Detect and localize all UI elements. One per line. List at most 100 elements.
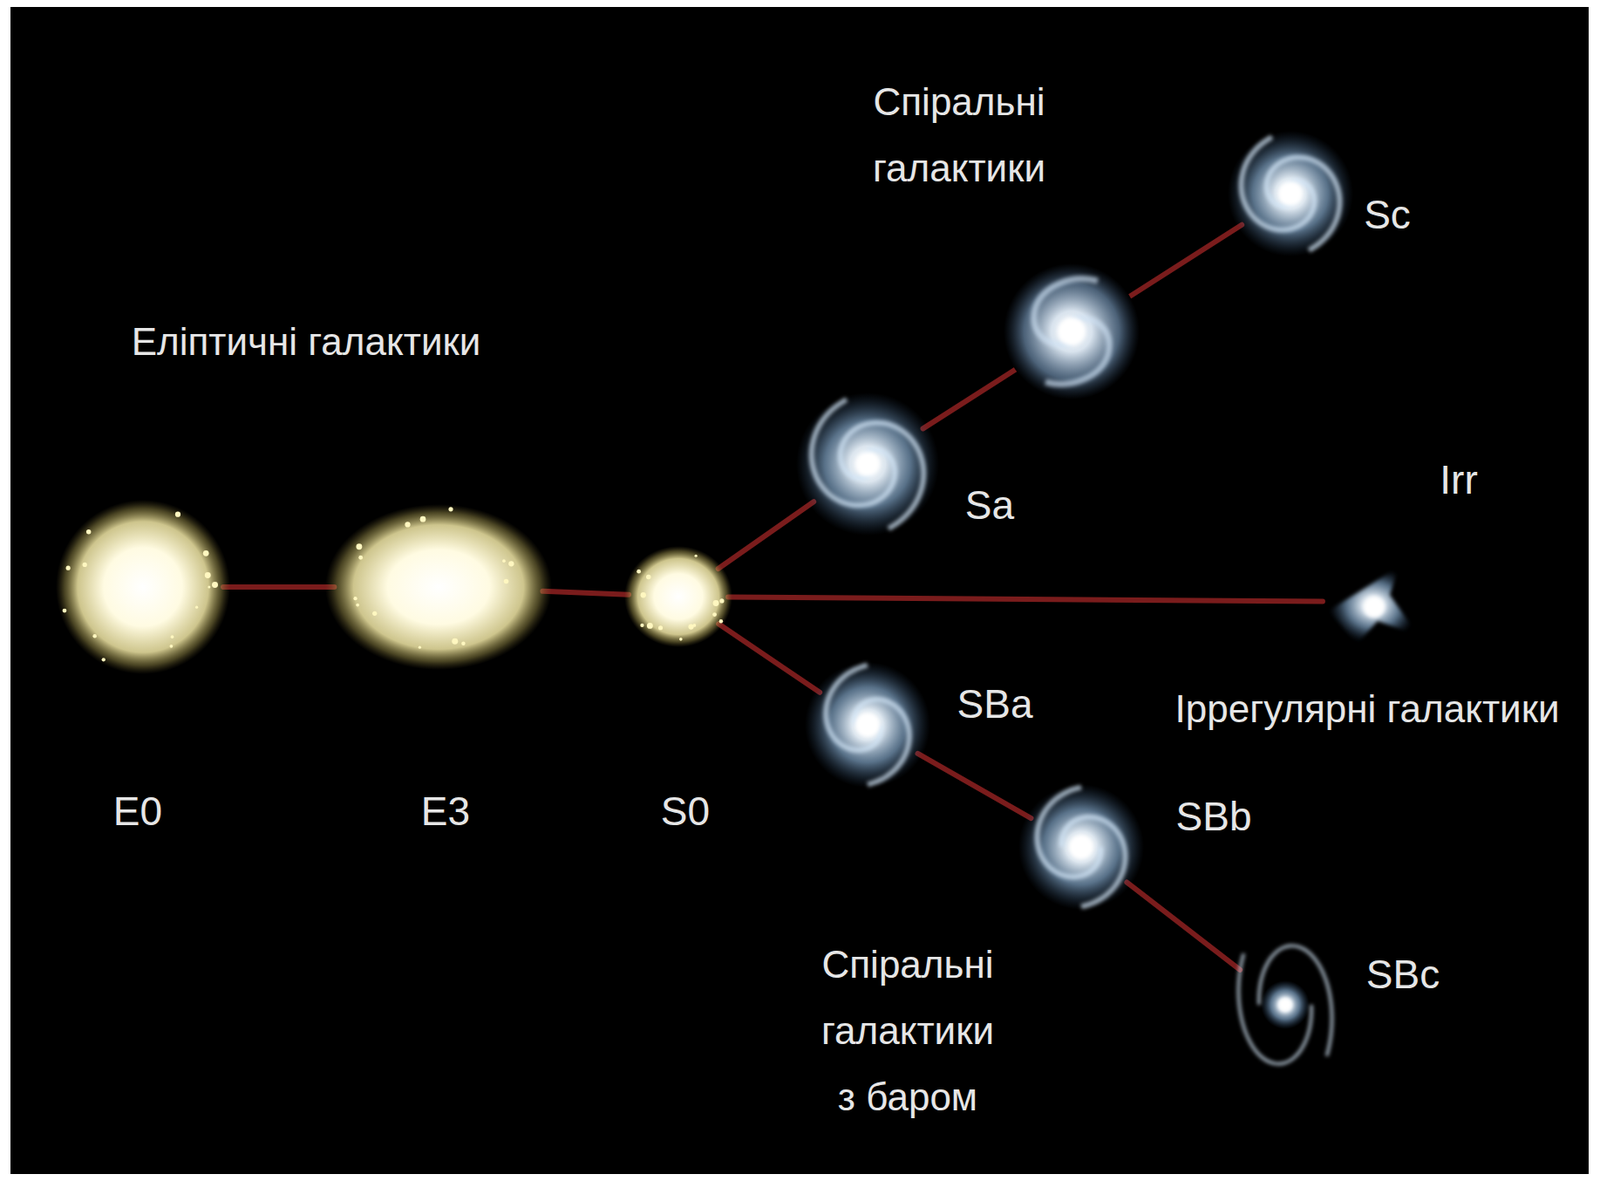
galaxy-core xyxy=(1278,997,1293,1012)
galaxy-type-label: Sa xyxy=(965,483,1015,528)
star-dot xyxy=(451,638,458,645)
galaxy-glow xyxy=(325,503,552,670)
galaxy-shape xyxy=(325,503,552,670)
spiral-arm xyxy=(1062,817,1126,907)
galaxy-node: SBc xyxy=(1231,912,1340,1097)
star-dot xyxy=(82,562,88,567)
star-dot xyxy=(170,634,175,639)
galaxy-shape xyxy=(796,392,940,536)
star-dot xyxy=(719,619,723,623)
star-dot xyxy=(687,623,694,629)
galaxy-type-label: E0 xyxy=(113,789,163,834)
galaxy-shape xyxy=(1231,912,1340,1097)
galaxy-type-label: Irr xyxy=(1439,457,1478,503)
galaxy-core xyxy=(1057,317,1086,346)
galaxy-type-label: SBb xyxy=(1176,794,1253,839)
star-dot xyxy=(92,633,96,638)
galaxy-node: S0 xyxy=(624,545,733,647)
irregular-galaxy-body xyxy=(1328,566,1418,644)
galaxy-backdrop xyxy=(1003,263,1140,400)
galaxy-glow xyxy=(1003,263,1140,400)
category-label: Еліптичні галактики xyxy=(131,308,482,375)
star-dot xyxy=(713,599,720,606)
star-dot xyxy=(175,511,181,518)
galaxy-core xyxy=(855,712,880,737)
spiral-arm xyxy=(1238,953,1312,1063)
galaxy-type-label: Sc xyxy=(1363,192,1411,238)
galaxy-figure xyxy=(325,503,552,670)
galaxy-core xyxy=(1278,181,1303,206)
galaxy-node: Irr xyxy=(1318,553,1427,650)
star-dot xyxy=(719,598,724,603)
spiral-arm xyxy=(1266,156,1341,251)
galaxy-shape xyxy=(804,661,931,788)
galaxy-glow xyxy=(1227,130,1354,257)
spiral-arm xyxy=(1259,945,1333,1056)
star-dot xyxy=(448,506,453,511)
star-dot xyxy=(418,646,422,649)
star-dot xyxy=(62,608,68,613)
star-dot xyxy=(204,571,212,579)
star-dot xyxy=(207,585,211,589)
galaxy-node: E0 xyxy=(55,499,231,675)
sequence-connector xyxy=(718,623,820,693)
star-dot xyxy=(503,578,510,585)
star-dot xyxy=(211,581,218,588)
spiral-arm xyxy=(840,422,924,529)
star-dot xyxy=(646,622,654,629)
sequence-connector xyxy=(918,753,1032,818)
star-dot xyxy=(404,521,410,527)
category-label: Іррегулярні галактики xyxy=(1175,675,1560,743)
star-dot xyxy=(712,612,717,617)
star-dot xyxy=(66,565,71,571)
galaxy-shape xyxy=(1227,130,1354,257)
galaxy-core xyxy=(1068,834,1094,859)
galaxy-figure xyxy=(804,661,931,788)
galaxy-node: SBb xyxy=(1018,783,1144,910)
star-dot xyxy=(679,637,683,641)
galaxy-figure xyxy=(1018,783,1144,910)
star-dot xyxy=(203,550,210,557)
galaxy-glow xyxy=(55,499,231,675)
spiral-arm xyxy=(811,399,895,505)
star-dot xyxy=(640,592,647,598)
star-dot xyxy=(502,558,506,563)
category-label: Спіральні галактики з баром xyxy=(811,931,1004,1131)
galaxy-node: Sc xyxy=(1227,130,1354,257)
sb-spiral-galaxy xyxy=(1003,263,1140,400)
galaxy-figure xyxy=(1227,130,1354,257)
galaxy-shape xyxy=(1318,553,1427,650)
galaxy-node: E3 xyxy=(325,503,552,670)
star-dot xyxy=(694,554,697,558)
sequence-connector xyxy=(718,501,815,569)
spiral-arm xyxy=(825,665,881,750)
galaxy-shape xyxy=(55,499,231,675)
star-dot xyxy=(353,596,357,600)
galaxy-shape xyxy=(1018,783,1144,910)
star-dot xyxy=(355,603,360,607)
star-dot xyxy=(86,529,92,535)
galaxy-type-label: E3 xyxy=(421,789,470,834)
galaxy-core xyxy=(1363,596,1385,618)
star-dot xyxy=(420,516,427,523)
galaxy-figure xyxy=(796,392,940,536)
sequence-connector xyxy=(223,584,334,590)
galaxy-glow xyxy=(1018,783,1144,910)
star-dot xyxy=(636,569,641,574)
spiral-arm xyxy=(854,699,910,784)
spiral-arm xyxy=(1034,279,1098,345)
star-dot xyxy=(461,640,465,645)
sequence-connector xyxy=(1126,882,1240,970)
star-dot xyxy=(170,644,174,648)
galaxy-figure xyxy=(1238,945,1332,1063)
spiral-arm xyxy=(1036,787,1101,878)
galaxy-glow xyxy=(624,545,733,647)
star-dot xyxy=(102,657,106,661)
galaxy-glow xyxy=(804,661,931,788)
star-dot xyxy=(658,625,663,630)
spiral-arm xyxy=(1241,136,1315,231)
sequence-connector xyxy=(542,591,629,595)
galaxy-core xyxy=(855,451,880,477)
